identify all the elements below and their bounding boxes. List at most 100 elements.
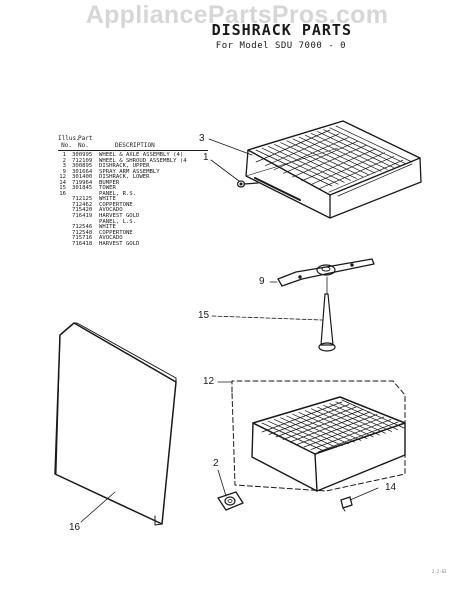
callout-16: 16	[69, 522, 81, 533]
legend-header-desc: DESCRIPTION	[115, 142, 155, 149]
legend-cell-desc: COPPERTONE	[99, 229, 133, 236]
rack-wire	[304, 134, 382, 172]
legend-row: 14 719964 BUMPER	[58, 179, 208, 187]
rack-wire	[280, 142, 357, 179]
tower	[318, 276, 336, 352]
rack-wire	[303, 416, 385, 448]
legend-header-illus-line2: No.	[61, 142, 72, 149]
legend-cell-illus: 3	[62, 163, 66, 170]
rack-wire	[337, 163, 413, 197]
upper-dishrack	[245, 120, 422, 219]
legend-cell-part: 712125	[72, 196, 93, 203]
legend-cell-desc: HARVEST GOLD	[99, 213, 140, 220]
rack-wire	[310, 419, 392, 450]
legend-cell-part: 301664	[72, 168, 93, 175]
rack-wire	[292, 144, 367, 178]
rack-wire	[267, 145, 345, 183]
rack-wire	[274, 144, 351, 181]
rack-wire	[317, 421, 399, 453]
legend-row: 712548 COPPERTONE	[58, 229, 208, 237]
legend-cell-desc: BUMPER	[99, 179, 120, 186]
legend-row: PANEL, L.S.	[58, 218, 208, 226]
spray-arm-assembly	[277, 258, 375, 287]
rack-wire	[298, 412, 362, 441]
legend-cell-part: 715420	[72, 207, 93, 214]
legend-cell-desc: WHEEL & SHROUD ASSEMBLY (4	[99, 157, 187, 164]
legend-row: 1 300995 WHEEL & AXLE ASSEMBLY (4)	[58, 152, 208, 159]
side-panel	[54, 322, 177, 526]
rack-wire	[296, 414, 378, 445]
legend-cell-illus: 16	[59, 190, 66, 197]
leader-lines	[80, 138, 379, 523]
legend-row: 16 PANEL, R.S.	[58, 190, 208, 198]
callout-1: 1	[203, 152, 209, 163]
rack-wire	[329, 127, 407, 165]
rack-wire	[273, 137, 349, 170]
legend-cell-illus: 9	[62, 168, 66, 175]
rack-wire	[323, 404, 386, 434]
callout-9: 9	[259, 276, 265, 287]
rack-wire	[310, 152, 386, 186]
callout-2: 2	[213, 458, 219, 469]
legend-cell-part: 712548	[72, 229, 93, 236]
legend-cell-illus: 1	[62, 152, 66, 158]
legend-cell-illus: 2	[62, 157, 66, 164]
legend-row: 715420 AVOCADO	[58, 208, 208, 214]
rack-wire	[282, 409, 364, 440]
legend-header-illus-line1: Illus.	[58, 135, 80, 142]
legend-row: 716419 HARVEST GOLD	[58, 213, 208, 220]
rack-wire	[310, 408, 374, 438]
legend-cell-illus: 14	[59, 179, 66, 186]
legend-cell-part: 712462	[72, 201, 93, 208]
rack-wire	[323, 129, 401, 167]
legend-header-part: Part No.	[78, 135, 105, 149]
rack-wire	[261, 401, 343, 433]
page-title: DISHRACK PARTS	[211, 21, 352, 39]
legend-cell-part: 719964	[72, 179, 93, 186]
legend-cell-desc: COPPERTONE	[99, 201, 133, 208]
wheel-axle-assembly	[236, 180, 259, 188]
legend-cell-desc: DISHRACK, LOWER	[99, 174, 150, 181]
rack-wire	[317, 406, 380, 436]
callout-12: 12	[203, 376, 215, 387]
legend-cell-part: 716419	[72, 213, 93, 220]
footer-code: 2-2-63	[432, 569, 447, 574]
callout-3: 3	[199, 133, 205, 144]
rack-wire	[328, 159, 404, 193]
legend-cell-desc: WHEEL & AXLE ASSEMBLY (4)	[99, 152, 184, 158]
callout-15: 15	[198, 310, 210, 321]
legend-row: 2 712109 WHEEL & SHROUD ASSEMBLY (4	[58, 157, 208, 165]
legend-cell-desc: AVOCADO	[99, 207, 123, 214]
legend-rows: 1 300995 WHEEL & AXLE ASSEMBLY (4) 2 712109 W…	[58, 152, 208, 248]
rack-wire	[280, 417, 343, 447]
rack-wire	[292, 413, 356, 443]
rack-wire	[311, 133, 388, 170]
rack-wire	[264, 133, 340, 167]
legend-cell-illus: 15	[59, 185, 66, 192]
rack-wire	[298, 136, 376, 174]
legend-header-illus: Illus. No.	[58, 135, 80, 149]
legend-cell-part: 712109	[72, 157, 93, 164]
rack-wire	[255, 129, 331, 163]
legend-cell-part: 300895	[72, 163, 93, 170]
bumper	[340, 496, 353, 512]
rack-wire	[335, 401, 399, 431]
rack-wire	[319, 156, 395, 189]
watermark: AppliancePartsPros.com	[85, 1, 389, 29]
lower-dishrack	[231, 380, 406, 492]
legend-cell-desc: HARVEST GOLD	[99, 240, 140, 247]
rack-wire	[292, 138, 370, 176]
legend-cell-desc: PANEL, R.S.	[99, 190, 137, 197]
legend-cell-desc: PANEL, L.S.	[99, 218, 137, 225]
legend-header-part-line2: No.	[78, 142, 89, 149]
legend-cell-part: 300995	[72, 152, 93, 158]
legend-row: 712462 COPPERTONE	[58, 201, 208, 209]
